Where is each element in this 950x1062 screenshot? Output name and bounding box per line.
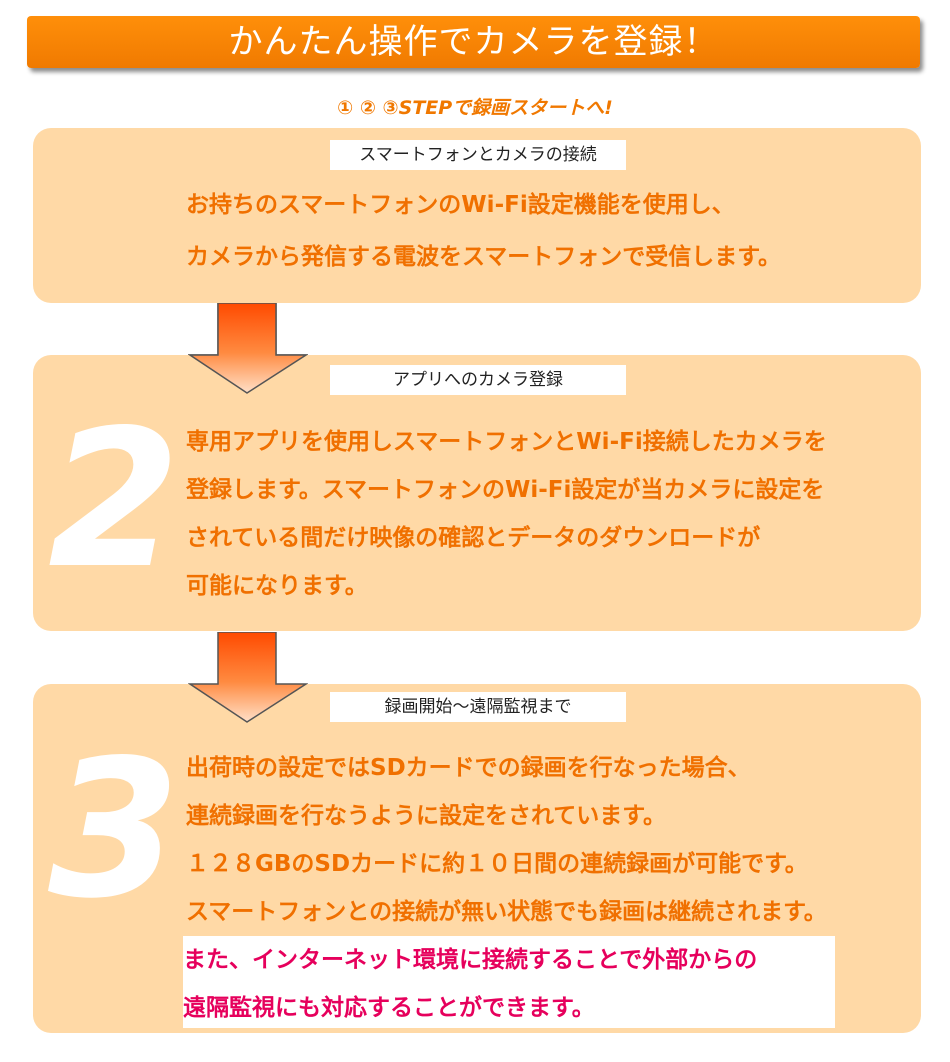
step-2-line-2: 登録します。スマートフォンのWi-Fi設定が当カメラに設定を — [186, 477, 825, 503]
banner-title: かんたん操作でカメラを登録！ — [228, 22, 719, 62]
step-3-line-3: １２８GBのSDカードに約１０日間の連続録画が可能です。 — [186, 851, 808, 877]
step-3-number: 3 — [48, 719, 181, 940]
down-arrow-icon — [188, 303, 308, 394]
step-2-number: 2 — [48, 389, 181, 610]
step-3-highlight-line-1: また、インターネット環境に接続することで外部からの — [183, 947, 758, 973]
step-3-highlight-box — [183, 936, 835, 1028]
step-2-line-3: されている間だけ映像の確認とデータのダウンロードが — [186, 525, 761, 551]
step-3-highlight-line-2: 遠隔監視にも対応することができます。 — [183, 995, 595, 1021]
step-2-label: アプリへのカメラ登録 — [330, 365, 626, 395]
step-1-line-2: カメラから発信する電波をスマートフォンで受信します。 — [186, 244, 782, 270]
step-2-line-1: 専用アプリを使用しスマートフォンとWi-Fi接続したカメラを — [186, 429, 827, 455]
step-2-line-4: 可能になります。 — [186, 573, 368, 599]
step-3-line-4: スマートフォンとの接続が無い状態でも録画は継続されます。 — [186, 899, 827, 925]
down-arrow-icon — [188, 632, 308, 723]
step-3-line-2: 連続録画を行なうように設定をされています。 — [186, 803, 667, 829]
step-subtitle: ① ② ③STEPで録画スタートへ! — [337, 97, 613, 119]
title-banner: かんたん操作でカメラを登録！ — [27, 16, 920, 68]
step-1-line-1: お持ちのスマートフォンのWi-Fi設定機能を使用し、 — [186, 192, 735, 218]
step-2-box — [33, 355, 921, 631]
step-3-line-1: 出荷時の設定ではSDカードでの録画を行なった場合、 — [186, 755, 751, 781]
step-3-label: 録画開始～遠隔監視まで — [330, 692, 626, 722]
step-1-label: スマートフォンとカメラの接続 — [330, 140, 626, 170]
